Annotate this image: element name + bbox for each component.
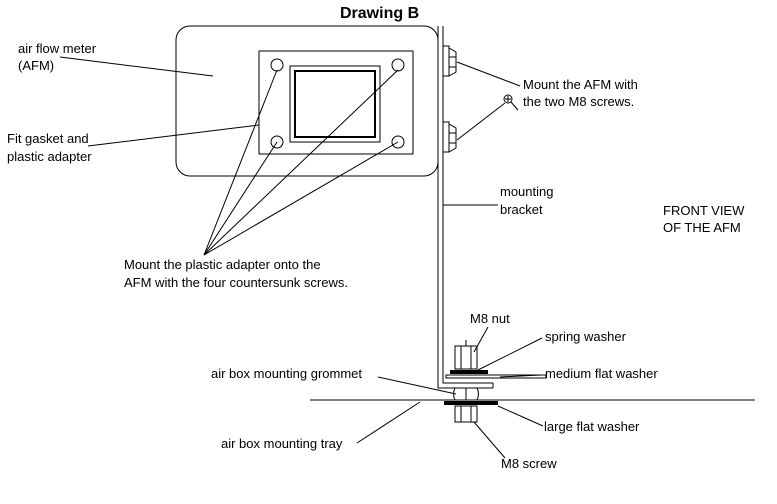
- label-afm-line1: air flow meter: [18, 41, 97, 56]
- label-gasket-line2: plastic adapter: [7, 149, 92, 164]
- view-label-line1: FRONT VIEW: [663, 203, 745, 218]
- label-mount-afm-line2: the two M8 screws.: [523, 94, 634, 109]
- label-adapter-line2: AFM with the four countersunk screws.: [124, 275, 348, 290]
- adapter-plate: [258, 50, 414, 155]
- drawing-title: Drawing B: [340, 5, 419, 22]
- label-tray: air box mounting tray: [221, 436, 343, 451]
- view-label-line2: OF THE AFM: [663, 220, 741, 235]
- adapter-window-outer: [289, 65, 381, 143]
- screw-symbol: [503, 94, 513, 104]
- countersunk-screw-top-left: [270, 58, 284, 72]
- m8-nut: [454, 340, 478, 370]
- countersunk-screw-bottom-left: [270, 135, 284, 149]
- label-bracket-line2: bracket: [500, 202, 543, 217]
- label-bracket-line1: mounting: [500, 184, 553, 199]
- air-box-mounting-grommet: [453, 387, 479, 401]
- m8-screw: [454, 405, 478, 423]
- medium-flat-washer: [445, 374, 547, 379]
- label-large-washer: large flat washer: [544, 419, 640, 434]
- spring-washer: [450, 370, 488, 374]
- adapter-window-inner: [294, 70, 376, 138]
- label-mount-afm-line1: Mount the AFM with: [523, 77, 638, 92]
- countersunk-screw-top-right: [391, 58, 405, 72]
- lower-m8-screw: [442, 121, 457, 153]
- label-gasket-line1: Fit gasket and: [7, 131, 89, 146]
- upper-m8-screw: [442, 45, 457, 77]
- label-medium-washer: medium flat washer: [545, 366, 658, 381]
- large-flat-washer: [444, 401, 498, 405]
- label-m8-nut: M8 nut: [470, 311, 510, 326]
- label-grommet: air box mounting grommet: [211, 366, 362, 381]
- label-afm-line2: (AFM): [18, 58, 54, 73]
- label-spring-washer: spring washer: [545, 329, 627, 344]
- label-adapter-line1: Mount the plastic adapter onto the: [124, 257, 321, 272]
- countersunk-screw-bottom-right: [391, 135, 405, 149]
- label-m8-screw: M8 screw: [501, 456, 557, 471]
